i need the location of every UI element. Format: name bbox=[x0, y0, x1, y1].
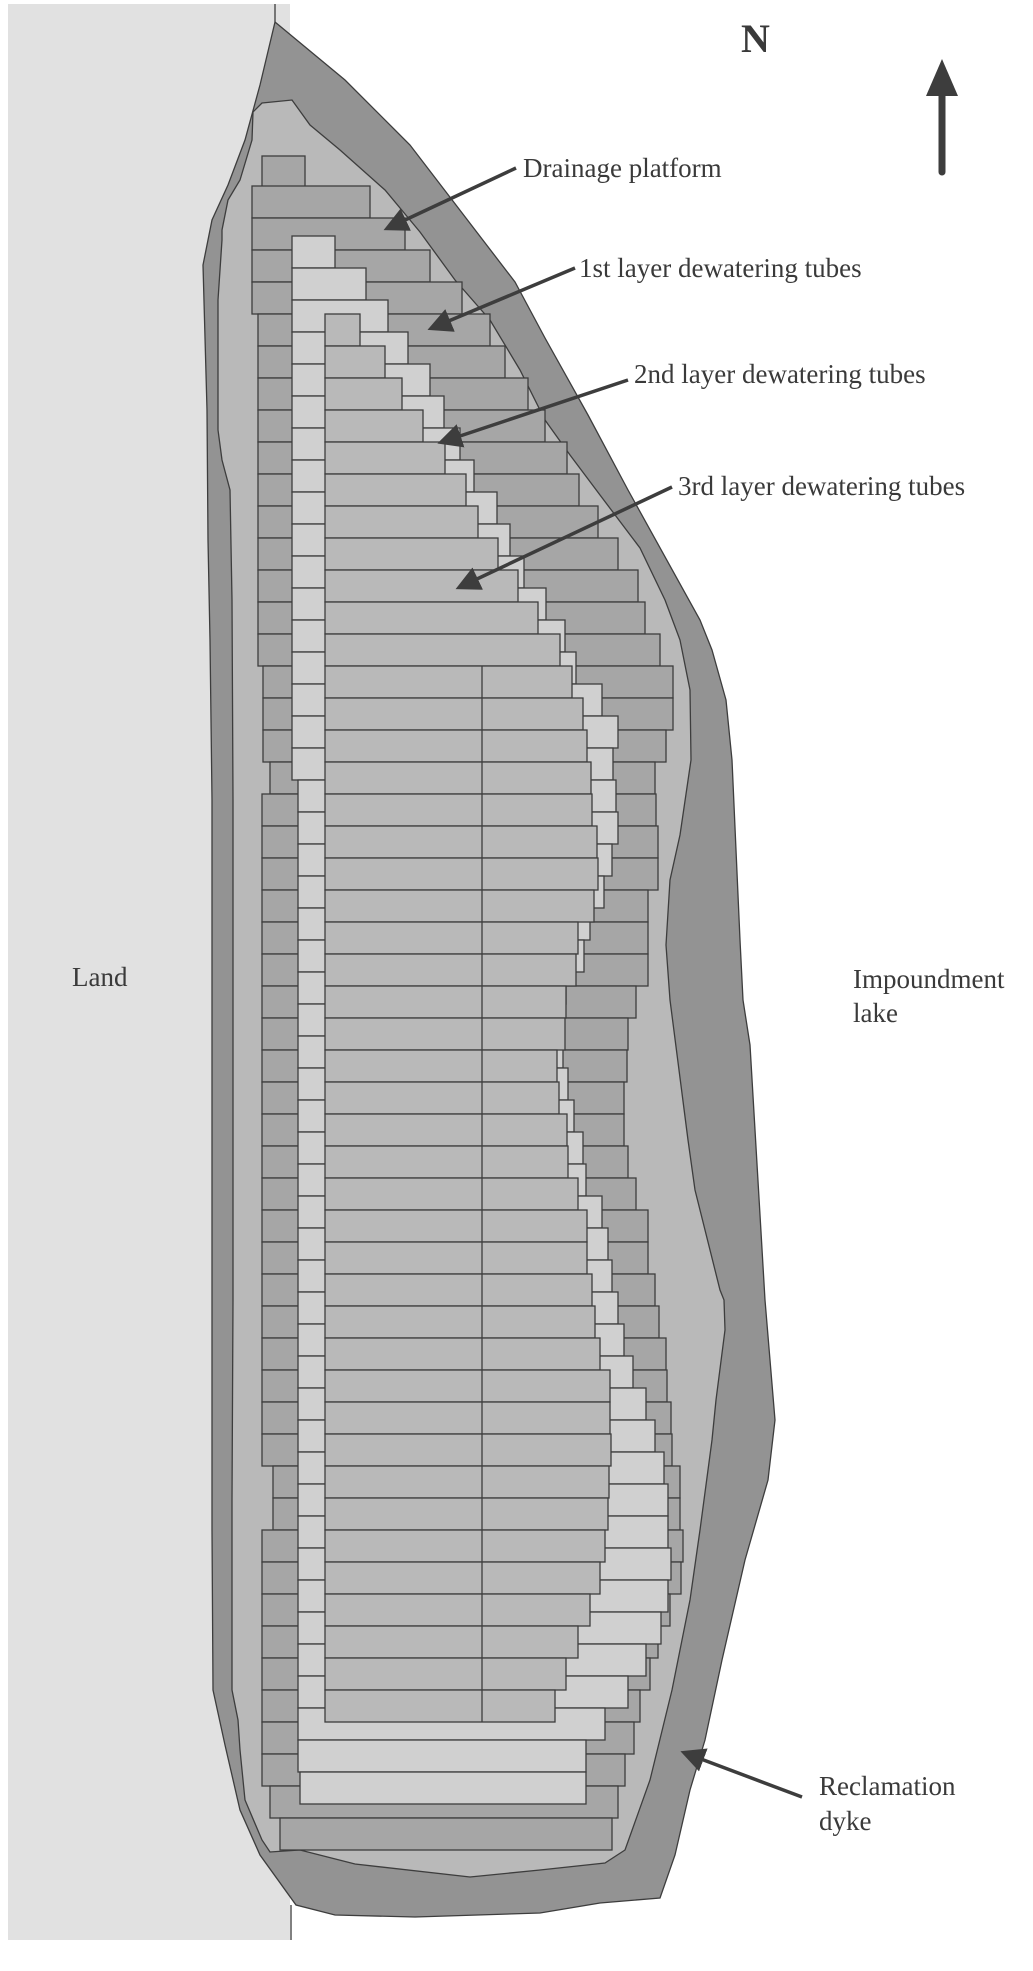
label-lake-line2: lake bbox=[853, 998, 898, 1028]
tube-row bbox=[324, 1337, 601, 1371]
tube-row bbox=[324, 1145, 569, 1179]
tube-row bbox=[324, 953, 577, 987]
tube-row bbox=[324, 1177, 579, 1211]
tube-row bbox=[324, 729, 588, 763]
tube-row bbox=[324, 985, 567, 1019]
tube-row bbox=[324, 857, 599, 891]
tube-row bbox=[324, 1625, 579, 1659]
tube-row bbox=[261, 155, 306, 189]
tube-row bbox=[324, 1561, 601, 1595]
tube-row bbox=[324, 1369, 611, 1403]
layer2-leader-arrow bbox=[437, 378, 629, 448]
tube-row bbox=[324, 1497, 609, 1531]
tube-row bbox=[299, 1771, 587, 1805]
tube-row bbox=[324, 1593, 591, 1627]
tube-row bbox=[251, 185, 371, 219]
tube-row bbox=[324, 825, 598, 859]
tube-row bbox=[324, 1529, 606, 1563]
tube-row bbox=[324, 313, 361, 347]
tube-row bbox=[324, 1241, 588, 1275]
tube-row bbox=[324, 345, 386, 379]
label-lake-line1: Impoundment bbox=[853, 964, 1005, 994]
tube-row bbox=[324, 889, 595, 923]
tube-row bbox=[297, 1739, 587, 1773]
tube-row bbox=[324, 1273, 593, 1307]
layer1-leader-arrow bbox=[427, 266, 576, 332]
tube-row bbox=[324, 697, 584, 731]
tube-row bbox=[324, 1305, 596, 1339]
tube-row bbox=[324, 441, 446, 475]
tube-row bbox=[324, 1433, 612, 1467]
tube-row bbox=[279, 1817, 613, 1851]
north-label: N bbox=[741, 16, 770, 61]
label-land: Land bbox=[72, 962, 128, 992]
tube-row bbox=[324, 761, 592, 795]
reclamation-dyke-leader-arrow bbox=[680, 1748, 803, 1799]
tube-row bbox=[324, 1049, 558, 1083]
tube-row bbox=[324, 1209, 588, 1243]
tube-row bbox=[324, 921, 579, 955]
tube-row bbox=[324, 1689, 556, 1723]
label-dyke-line2: dyke bbox=[819, 1806, 872, 1836]
layer3-dewatering-tubes bbox=[324, 313, 612, 1723]
tube-row bbox=[324, 1657, 567, 1691]
tube-row bbox=[324, 601, 539, 635]
label-layer2: 2nd layer dewatering tubes bbox=[634, 359, 926, 389]
tube-row bbox=[324, 633, 561, 667]
tube-row bbox=[324, 1401, 611, 1435]
tube-row bbox=[324, 665, 573, 699]
label-layer3: 3rd layer dewatering tubes bbox=[678, 471, 965, 501]
label-dyke-line1: Reclamation bbox=[819, 1771, 956, 1801]
tube-row bbox=[291, 267, 367, 301]
tube-row bbox=[324, 505, 479, 539]
tube-row bbox=[324, 377, 403, 411]
tube-row bbox=[324, 409, 424, 443]
tube-row bbox=[324, 1113, 568, 1147]
tube-row bbox=[324, 1017, 566, 1051]
drainage-platform-leader-arrow bbox=[383, 166, 517, 231]
tube-row bbox=[291, 235, 336, 269]
label-layer1: 1st layer dewatering tubes bbox=[579, 253, 862, 283]
label-drainage-platform: Drainage platform bbox=[523, 153, 722, 183]
north-arrowhead-icon bbox=[926, 59, 958, 96]
tube-row bbox=[324, 537, 499, 571]
tube-row bbox=[324, 1081, 560, 1115]
layer3-leader-arrow bbox=[455, 485, 673, 590]
tube-row bbox=[324, 793, 593, 827]
tube-row bbox=[324, 473, 467, 507]
tube-row bbox=[324, 1465, 610, 1499]
